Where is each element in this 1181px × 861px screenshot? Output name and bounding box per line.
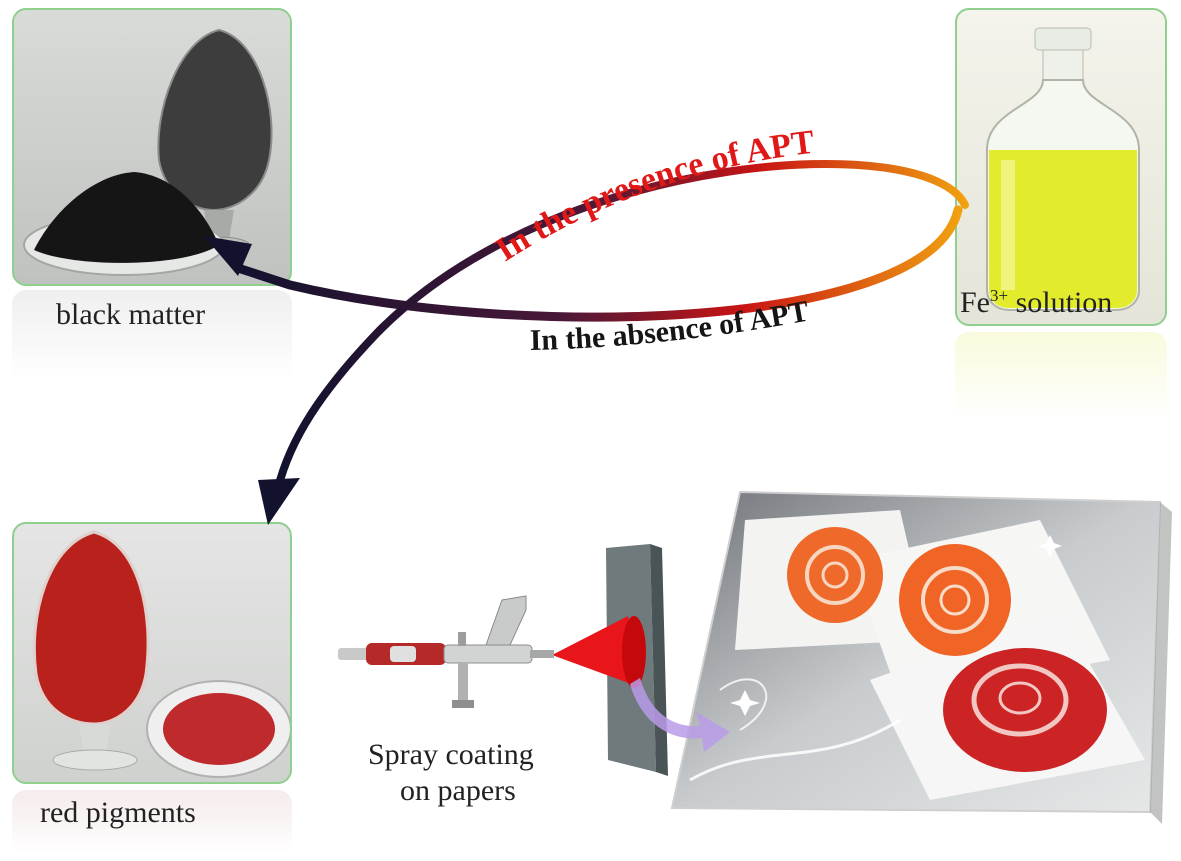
arrow-to-red-pigments <box>274 160 969 492</box>
arrowhead-red-pigments <box>258 478 300 525</box>
black-matter-caption: black matter <box>56 298 206 331</box>
fe-solution-panel <box>955 8 1167 326</box>
arrow-to-black-matter <box>233 205 963 322</box>
fe-solution-reflection <box>955 332 1167 422</box>
fe-caption-sup: 3+ <box>990 286 1009 305</box>
black-matter-panel <box>12 8 292 286</box>
fe-solution-caption: Fe3+ solution <box>960 286 1112 320</box>
spray-caption-line1: Spray coating <box>368 738 534 771</box>
rose-print-1 <box>787 527 883 623</box>
spray-direction-arrow <box>630 678 730 752</box>
black-matter-illustration <box>23 28 273 276</box>
spray-caption-line2: on papers <box>400 774 516 807</box>
red-pigments-reflection <box>12 790 292 855</box>
fe-caption-prefix: Fe <box>960 286 990 319</box>
spray-target-plate <box>606 544 656 772</box>
red-pigments-panel <box>12 522 292 784</box>
rose-print-2 <box>899 544 1011 656</box>
red-pigments-caption: red pigments <box>40 796 196 829</box>
fe-solution-bottle <box>986 27 1140 311</box>
fe-caption-suffix: solution <box>1008 286 1113 319</box>
presence-label: In the presence of APT <box>489 124 816 269</box>
spray-cone <box>552 616 646 688</box>
airbrush-icon <box>338 595 554 708</box>
absence-label: In the absence of APT <box>529 295 811 357</box>
red-pigments-illustration <box>32 530 290 778</box>
rose-print-3 <box>943 648 1107 772</box>
